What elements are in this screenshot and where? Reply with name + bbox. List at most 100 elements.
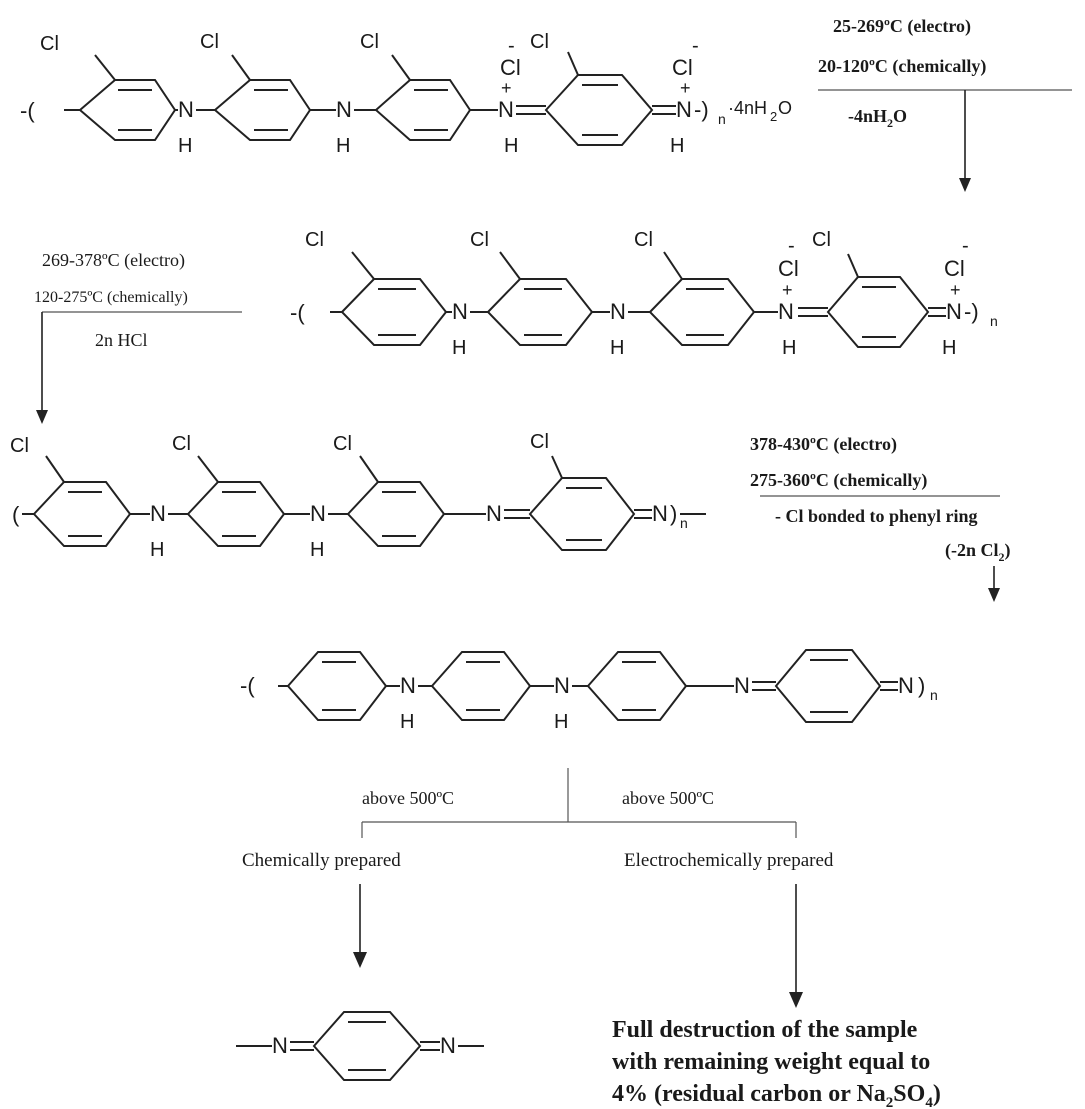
step3-cl-loss: - Cl bonded to phenyl ring [775,506,978,526]
water-label: ·4nH [728,98,767,118]
nitrogen-label: N [676,97,692,122]
step2-temp-chem: 120-275ºC (chemically) [34,289,188,306]
positive-charge: + [950,280,961,300]
water-subscript: 2 [770,109,777,124]
structure-quinonediimine: N N [236,1011,484,1081]
hydrogen-label: H [782,337,796,359]
repeat-subscript: n [930,687,938,703]
hydrogen-label: H [336,135,350,157]
step3-conditions: 378-430ºC (electro) 275-360ºC (chemicall… [750,434,1011,564]
arrow-head [36,410,48,424]
chlorine-label: Cl [530,31,549,53]
nitrogen-label: N [452,299,468,324]
step1-temp-chem: 20-120ºC (chemically) [818,56,986,77]
nitrogen-label: N [150,501,166,526]
nitrogen-label: N [486,501,502,526]
chloride-label: Cl [500,55,521,80]
repeat-subscript: n [990,313,998,329]
chain-open: ( [12,502,20,527]
nitrogen-label: N [652,501,668,526]
chlorine-label: Cl [530,431,549,453]
nitrogen-label: N [898,673,914,698]
chloride-label: Cl [944,256,965,281]
chain-close: ) [918,673,925,698]
negative-charge: - [508,35,515,57]
step2-hcl-loss: 2n HCl [95,330,148,350]
chlorine-label: Cl [470,229,489,251]
final-line-1: Full destruction of the sample [612,1017,918,1043]
nitrogen-label: N [440,1033,456,1058]
structure-hydrated-salt: -( Cl N H Cl N H Cl N + Cl - H Cl N + [20,31,792,157]
chlorine-label: Cl [360,31,379,53]
structure-dechlorinated-base: -( N H N H N N ) n [240,649,938,733]
nitrogen-label: N [946,299,962,324]
chlorine-label: Cl [40,33,59,55]
nitrogen-label: N [272,1033,288,1058]
step1-conditions: 25-269ºC (electro) 20-120ºC (chemically)… [818,16,1072,130]
nitrogen-label: N [554,673,570,698]
hydrogen-label: H [400,711,414,733]
chlorine-label: Cl [172,433,191,455]
positive-charge: + [680,78,691,98]
electrochemically-prepared-label: Electrochemically prepared [624,850,834,871]
nitrogen-label: N [498,97,514,122]
nitrogen-label: N [310,501,326,526]
chloride-label: Cl [672,55,693,80]
step3-temp-electro: 378-430ºC (electro) [750,434,897,455]
hydrogen-label: H [554,711,568,733]
hydrogen-label: H [452,337,466,359]
water-oxygen: O [778,98,792,118]
nitrogen-label: N [400,673,416,698]
hydrogen-label: H [942,337,956,359]
chlorine-label: Cl [634,229,653,251]
right-temp: above 500ºC [622,788,714,808]
hydrogen-label: H [150,539,164,561]
repeat-subscript: n [680,515,688,531]
hydrogen-label: H [504,135,518,157]
structure-doped-polymer: -( Cl N H Cl N H Cl N + Cl - H Cl N + [290,229,998,359]
nitrogen-label: N [734,673,750,698]
chlorine-label: Cl [333,433,352,455]
quinoid-ring [774,649,882,723]
chain-open: -( [20,98,35,123]
step3-temp-chem: 275-360ºC (chemically) [750,470,927,491]
chlorine-label: Cl [10,435,29,457]
positive-charge: + [501,78,512,98]
nitrogen-label: N [336,97,352,122]
chain-close: ) [670,501,677,526]
structure-dedoped-base: ( Cl N H Cl N H Cl N Cl N ) n [10,431,706,561]
quinoid-ring [312,1011,422,1081]
nitrogen-label: N [610,299,626,324]
chemically-prepared-label: Chemically prepared [242,850,401,871]
left-temp: above 500ºC [362,788,454,808]
chain-close: -) [964,299,979,324]
step2-conditions: 269-378ºC (electro) 120-275ºC (chemicall… [34,250,242,350]
chloride-label: Cl [778,256,799,281]
chain-open: -( [290,300,305,325]
chain-close: -) [694,97,709,122]
hydrogen-label: H [610,337,624,359]
negative-charge: - [692,35,699,57]
arrow-head [988,588,1000,602]
negative-charge: - [788,235,795,257]
chlorine-label: Cl [305,229,324,251]
hydrogen-label: H [178,135,192,157]
chain-open: -( [240,673,255,698]
step1-water-loss: -4nH2O [848,106,907,130]
step2-temp-electro: 269-378ºC (electro) [42,250,185,271]
positive-charge: + [782,280,793,300]
hydrogen-label: H [670,135,684,157]
chlorine-label: Cl [812,229,831,251]
step3-cl2-loss: (-2n Cl2) [945,540,1011,564]
final-line-3: 4% (residual carbon or Na2SO4) [612,1081,941,1109]
negative-charge: - [962,235,969,257]
nitrogen-label: N [178,97,194,122]
step1-temp-electro: 25-269ºC (electro) [833,16,971,37]
chlorine-label: Cl [200,31,219,53]
hydrogen-label: H [310,539,324,561]
final-line-2: with remaining weight equal to [612,1049,930,1075]
arrow-head [959,178,971,192]
arrow-head [789,992,803,1008]
